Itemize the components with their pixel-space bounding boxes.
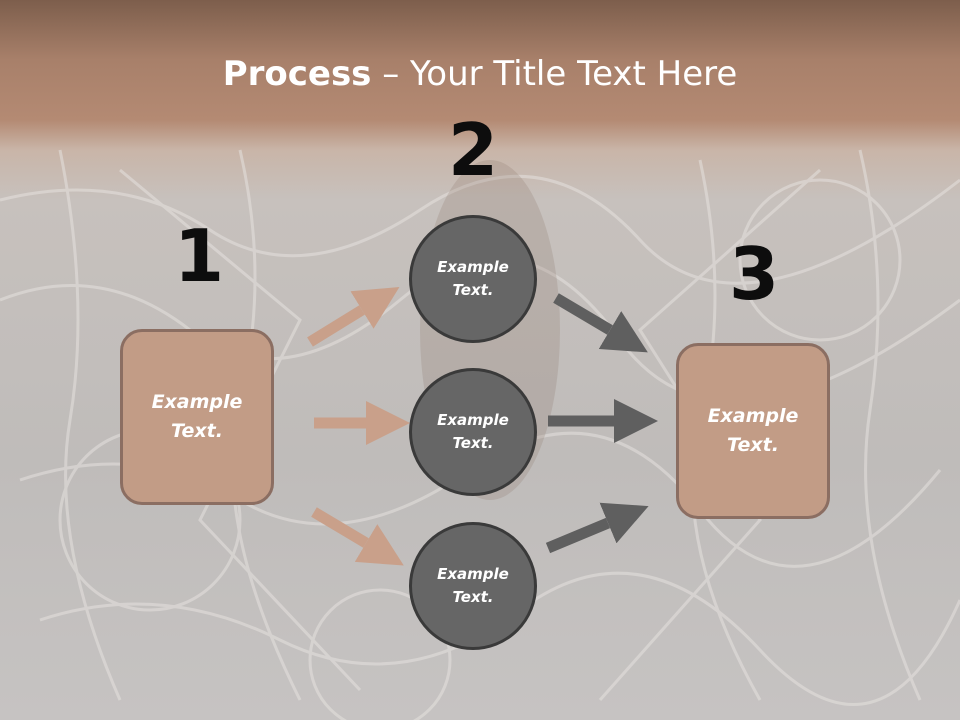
step-circle-1-line1: Example: [437, 258, 509, 276]
arrow-from-circle-1: [553, 293, 648, 353]
arrow-to-circle-1: [307, 286, 400, 347]
step-box-3: Example Text.: [676, 343, 830, 519]
step-box-1: Example Text.: [120, 329, 274, 505]
step-number-2: 2: [447, 108, 499, 192]
title-rest: – Your Title Text Here: [371, 54, 738, 94]
arrow-from-circle-3: [545, 502, 649, 554]
step-box-1-line1: Example: [151, 391, 243, 413]
step-circle-3-line1: Example: [437, 565, 509, 583]
step-number-3: 3: [728, 232, 780, 316]
step-circle-2: Example Text.: [409, 368, 537, 496]
step-circle-3-line2: Text.: [452, 588, 494, 606]
step-box-3-line2: Text.: [727, 434, 779, 456]
step-circle-1-line2: Text.: [452, 281, 494, 299]
slide-title: Process – Your Title Text Here: [0, 52, 960, 96]
step-circle-3: Example Text.: [409, 522, 537, 650]
step-circle-2-line2: Text.: [452, 434, 494, 452]
step-circle-2-line1: Example: [437, 411, 509, 429]
title-bold: Process: [222, 54, 372, 94]
step-box-3-line1: Example: [707, 405, 799, 427]
step-number-1: 1: [173, 214, 225, 298]
step-box-1-line2: Text.: [171, 420, 223, 442]
arrow-to-circle-3: [311, 507, 404, 566]
step-circle-1: Example Text.: [409, 215, 537, 343]
